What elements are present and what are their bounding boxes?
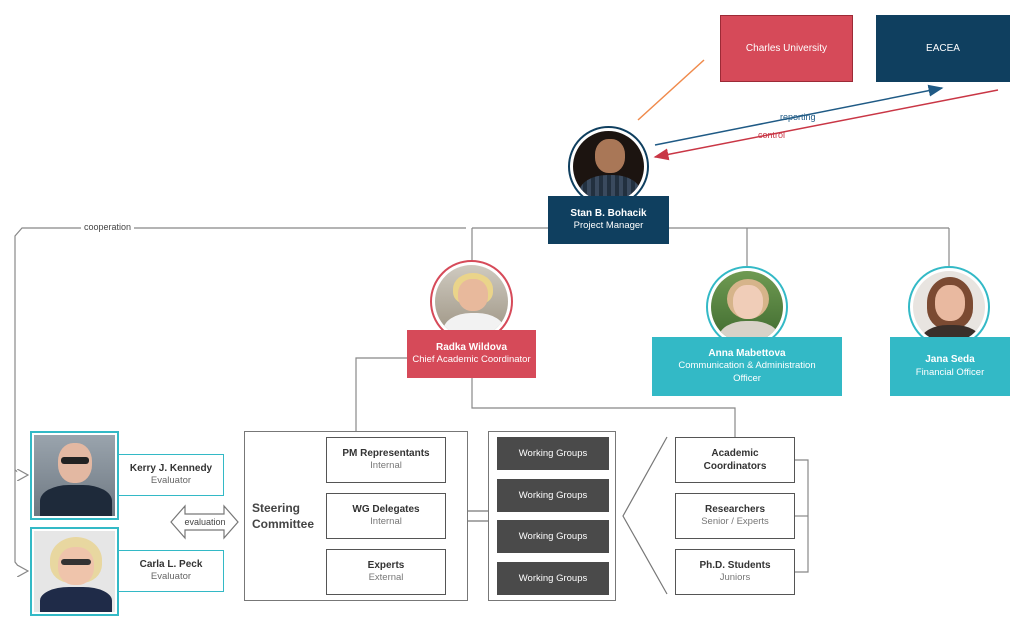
steering-member-sub: Internal xyxy=(370,460,402,472)
evaluator-2-card: Carla L. Peck Evaluator xyxy=(118,550,224,592)
steering-member-pm-representants: PM Representants Internal xyxy=(326,437,446,483)
chief-coordinator-card: Radka Wildova Chief Academic Coordinator xyxy=(407,330,536,378)
financial-officer-card: Jana Seda Financial Officer xyxy=(890,337,1010,396)
evaluation-label: evaluation xyxy=(184,517,226,527)
financial-officer-title: Financial Officer xyxy=(915,366,985,378)
control-label: control xyxy=(758,130,786,140)
working-group-4: Working Groups xyxy=(497,562,609,595)
project-manager-card: Stan B. Bohacik Project Manager xyxy=(548,196,669,244)
financial-officer-name: Jana Seda xyxy=(925,354,975,366)
academic-coordinators-box: Academic Coordinators xyxy=(675,437,795,483)
cooperation-label: cooperation xyxy=(81,222,135,232)
researchers-box: Researchers Senior / Experts xyxy=(675,493,795,539)
reporting-arrow xyxy=(654,84,944,146)
communication-officer-card: Anna Mabettova Communication & Administr… xyxy=(652,337,842,396)
communication-officer-photo xyxy=(706,266,788,348)
evaluator-1-title: Evaluator xyxy=(150,475,192,487)
chief-coordinator-title: Chief Academic Coordinator xyxy=(412,354,531,366)
evaluation-arrow xyxy=(170,504,239,540)
steering-member-sub: Internal xyxy=(370,516,402,528)
phd-students-box: Ph.D. Students Juniors xyxy=(675,549,795,595)
evaluator-1-card: Kerry J. Kennedy Evaluator xyxy=(118,454,224,496)
evaluator-2-name: Carla L. Peck xyxy=(139,558,203,570)
evaluator-1-name: Kerry J. Kennedy xyxy=(129,462,213,474)
eacea-box: EACEA xyxy=(876,15,1010,82)
reporting-label: reporting xyxy=(780,112,816,122)
steering-member-title: PM Representants xyxy=(342,448,430,460)
project-manager-photo xyxy=(568,126,649,207)
academic-role-sub: Juniors xyxy=(719,572,751,584)
chief-coordinator-name: Radka Wildova xyxy=(435,341,508,353)
chief-coordinator-photo xyxy=(430,260,513,343)
working-group-2: Working Groups xyxy=(497,479,609,512)
financial-officer-photo xyxy=(908,266,990,348)
control-arrow xyxy=(653,89,999,161)
university-link xyxy=(637,59,705,121)
project-manager-title: Project Manager xyxy=(573,220,644,232)
communication-officer-title: Communication & Administration Officer xyxy=(678,360,816,385)
evaluator-2-photo xyxy=(30,527,119,616)
academic-role-sub: Senior / Experts xyxy=(701,516,769,528)
academic-role-title: Academic Coordinators xyxy=(703,448,767,472)
working-group-1: Working Groups xyxy=(497,437,609,470)
academic-role-title: Ph.D. Students xyxy=(699,560,771,572)
academic-role-title: Researchers xyxy=(704,504,766,516)
eacea-label: EACEA xyxy=(926,43,960,54)
steering-member-experts: Experts External xyxy=(326,549,446,595)
project-manager-name: Stan B. Bohacik xyxy=(570,207,647,219)
working-group-3: Working Groups xyxy=(497,520,609,553)
charles-university-box: Charles University xyxy=(720,15,853,82)
steering-member-title: WG Delegates xyxy=(352,504,420,516)
communication-officer-name: Anna Mabettova xyxy=(708,347,786,359)
steering-member-title: Experts xyxy=(367,560,405,572)
evaluator-1-photo xyxy=(30,431,119,520)
charles-university-label: Charles University xyxy=(745,43,828,54)
steering-committee-label: Steering Committee xyxy=(252,501,315,532)
steering-member-wg-delegates: WG Delegates Internal xyxy=(326,493,446,539)
steering-member-sub: External xyxy=(368,572,404,584)
evaluator-2-title: Evaluator xyxy=(150,571,192,583)
